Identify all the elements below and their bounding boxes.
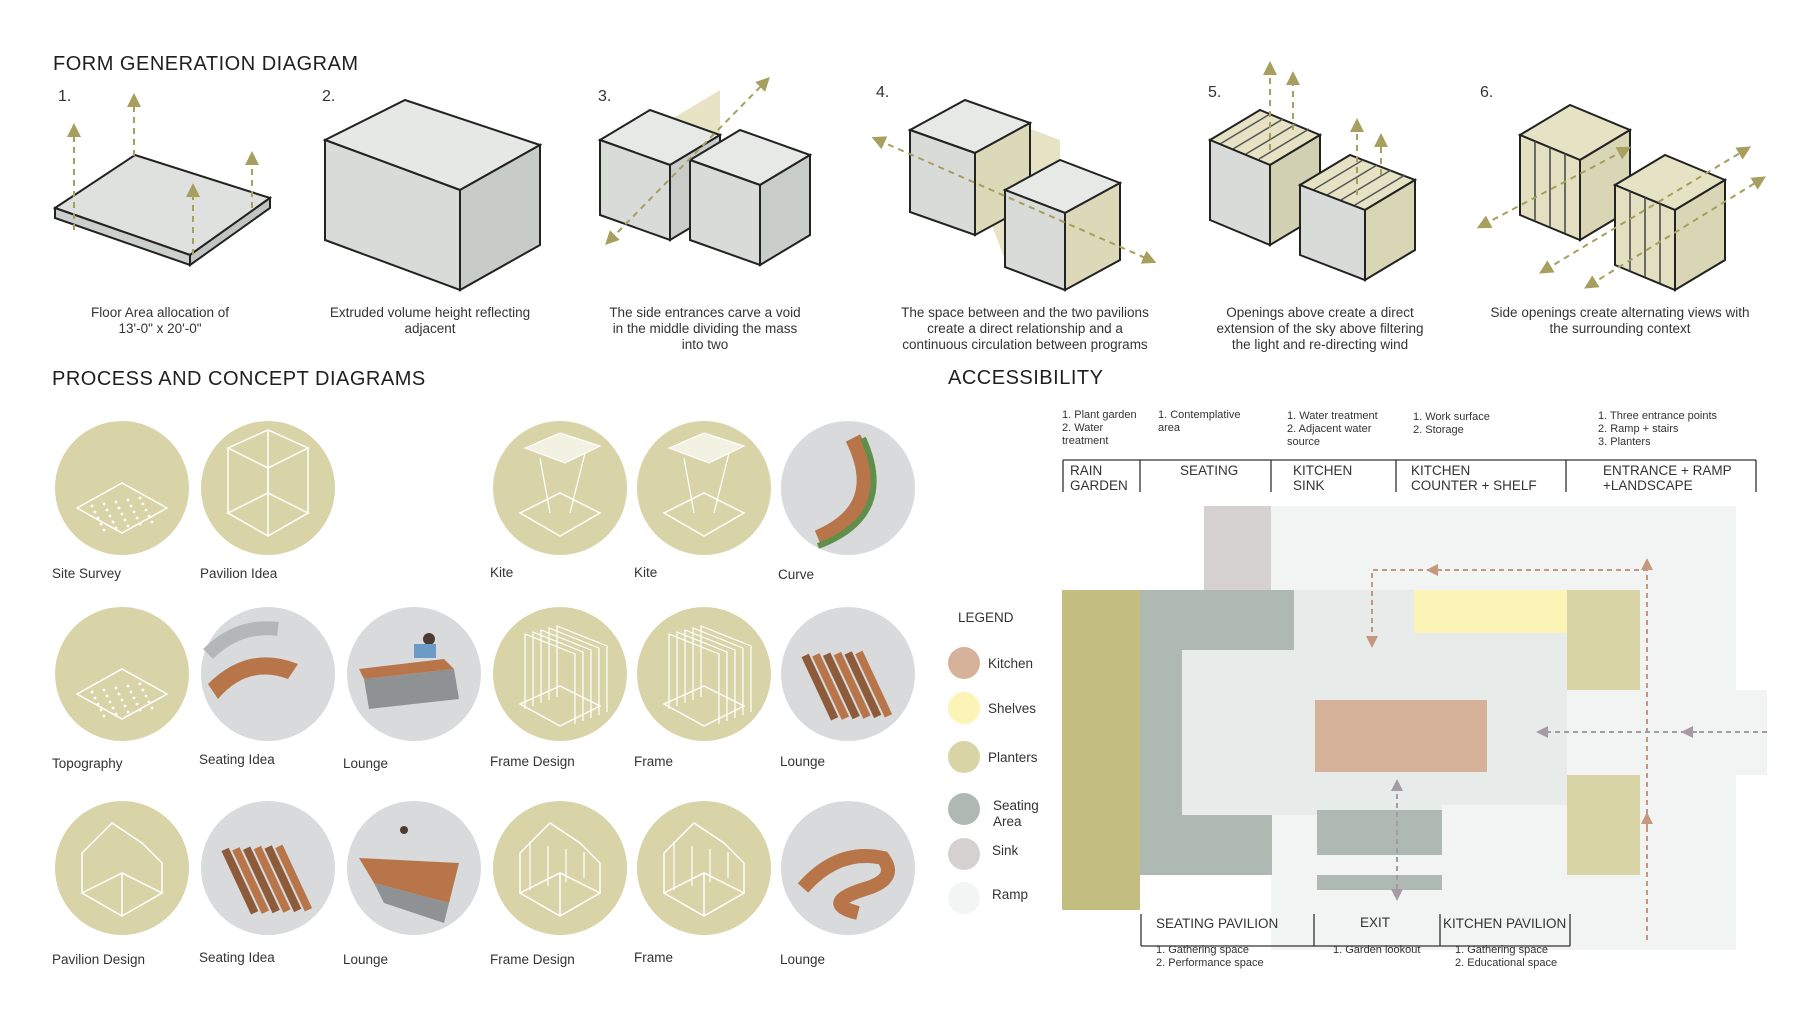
process-diagram-5 <box>55 607 189 741</box>
step-caption: Openings above create a direct extension… <box>1216 305 1424 352</box>
process-diagram-15 <box>637 801 771 935</box>
legend-swatch-shelves <box>948 692 980 724</box>
step-caption: The space between and the two pavilions … <box>901 305 1149 352</box>
legend-swatch-kitchen <box>948 647 980 679</box>
legend-swatch-sink <box>948 838 980 870</box>
legend-label: Ramp <box>992 887 1029 902</box>
process-label: Kite <box>490 565 514 580</box>
process-diagram-7 <box>347 607 481 741</box>
process-label: Frame <box>634 950 674 965</box>
step6-side-openings <box>1476 103 1766 292</box>
process-label: Site Survey <box>52 566 122 581</box>
process-diagram-0 <box>55 421 189 555</box>
process-label: Frame <box>634 754 674 769</box>
process-label: Lounge <box>343 756 389 771</box>
zone-label-seating-pavilion: SEATING PAVILION <box>1156 916 1279 931</box>
step-caption: The side entrances carve a void in the m… <box>609 305 801 352</box>
process-label: Topography <box>52 756 123 771</box>
process-diagram-2 <box>493 421 627 555</box>
legend-swatch-planters <box>948 741 980 773</box>
step-number: 5. <box>1208 84 1222 101</box>
step5-roof-openings <box>1207 61 1418 282</box>
process-label: Lounge <box>343 952 389 967</box>
access-note: 1. Three entrance points 2. Ramp + stair… <box>1598 410 1718 448</box>
bottom-note: 1. Garden lookout <box>1333 944 1421 956</box>
step-number: 4. <box>876 84 890 101</box>
legend-label: Sink <box>992 843 1019 858</box>
legend-swatch-seating <box>948 793 980 825</box>
step-caption: Extruded volume height reflecting adjace… <box>329 305 531 336</box>
bottom-note: 1. Gathering space 2. Performance space <box>1156 944 1264 969</box>
process-diagram-8 <box>493 607 627 741</box>
zone-label-kitchen-pavilion: KITCHEN PAVILION <box>1443 916 1567 931</box>
process-diagram-4 <box>781 421 915 555</box>
process-label: Kite <box>634 565 658 580</box>
bottom-label-bar <box>1140 914 1571 947</box>
process-label: Seating Idea <box>199 752 275 767</box>
process-circles <box>55 421 915 935</box>
accessibility-title: ACCESSIBILITY <box>948 367 1104 389</box>
process-diagram-1 <box>201 421 335 555</box>
legend-label: Seating Area <box>993 798 1039 829</box>
zone-label-rain-garden: RAIN GARDEN <box>1070 463 1128 493</box>
step-number: 6. <box>1480 84 1494 101</box>
legend-label: Shelves <box>988 701 1037 716</box>
process-diagram-11 <box>55 801 189 935</box>
step-number: 2. <box>322 88 336 105</box>
legend-label: Planters <box>988 750 1038 765</box>
access-note: 1. Work surface 2. Storage <box>1413 411 1490 436</box>
step4-two-pavilions <box>871 98 1157 292</box>
top-label-bar <box>1062 459 1757 492</box>
zone-label-exit: EXIT <box>1360 915 1391 930</box>
zone-label-kitchen-sink: KITCHEN SINK <box>1293 463 1353 493</box>
legend-title: LEGEND <box>958 610 1014 625</box>
process-label: Lounge <box>780 754 826 769</box>
process-label: Lounge <box>780 952 826 967</box>
access-note: 1. Plant garden 2. Water treatment <box>1062 409 1137 447</box>
accessibility-plan <box>1062 506 1767 950</box>
process-label: Pavilion Idea <box>200 566 278 581</box>
zone-label-kitchen-counter: KITCHEN COUNTER + SHELF <box>1411 463 1537 493</box>
process-diagram-13 <box>347 801 481 935</box>
process-title: PROCESS AND CONCEPT DIAGRAMS <box>52 368 426 390</box>
access-note: 1. Water treatment 2. Adjacent water sou… <box>1287 410 1378 448</box>
legend-swatch-ramp <box>948 882 980 914</box>
process-label: Curve <box>778 567 815 582</box>
step-caption: Side openings create alternating views w… <box>1490 305 1750 336</box>
process-label: Seating Idea <box>199 950 275 965</box>
legend-label: Kitchen <box>988 656 1034 671</box>
bottom-note: 1. Gathering space 2. Educational space <box>1455 944 1558 969</box>
step1-floor-plate <box>52 93 273 267</box>
form-generation-title: FORM GENERATION DIAGRAM <box>53 53 359 75</box>
step2-extruded-volume <box>322 98 543 292</box>
access-note: 1. Contemplative area <box>1158 409 1241 434</box>
process-diagram-6 <box>201 607 335 741</box>
process-label: Frame Design <box>490 754 575 769</box>
step3-carved-void <box>597 77 813 267</box>
zone-label-seating: SEATING <box>1180 463 1239 478</box>
process-diagram-3 <box>637 421 771 555</box>
process-label: Pavilion Design <box>52 952 146 967</box>
process-diagram-10 <box>781 607 915 741</box>
process-diagram-9 <box>637 607 771 741</box>
step-number: 1. <box>58 88 72 105</box>
process-diagram-16 <box>781 801 915 935</box>
zone-label-entrance: ENTRANCE + RAMP +LANDSCAPE <box>1603 463 1732 493</box>
process-label: Frame Design <box>490 952 575 967</box>
process-diagram-12 <box>201 801 335 935</box>
process-diagram-14 <box>493 801 627 935</box>
step-caption: Floor Area allocation of 13'-0" x 20'-0" <box>90 305 230 336</box>
